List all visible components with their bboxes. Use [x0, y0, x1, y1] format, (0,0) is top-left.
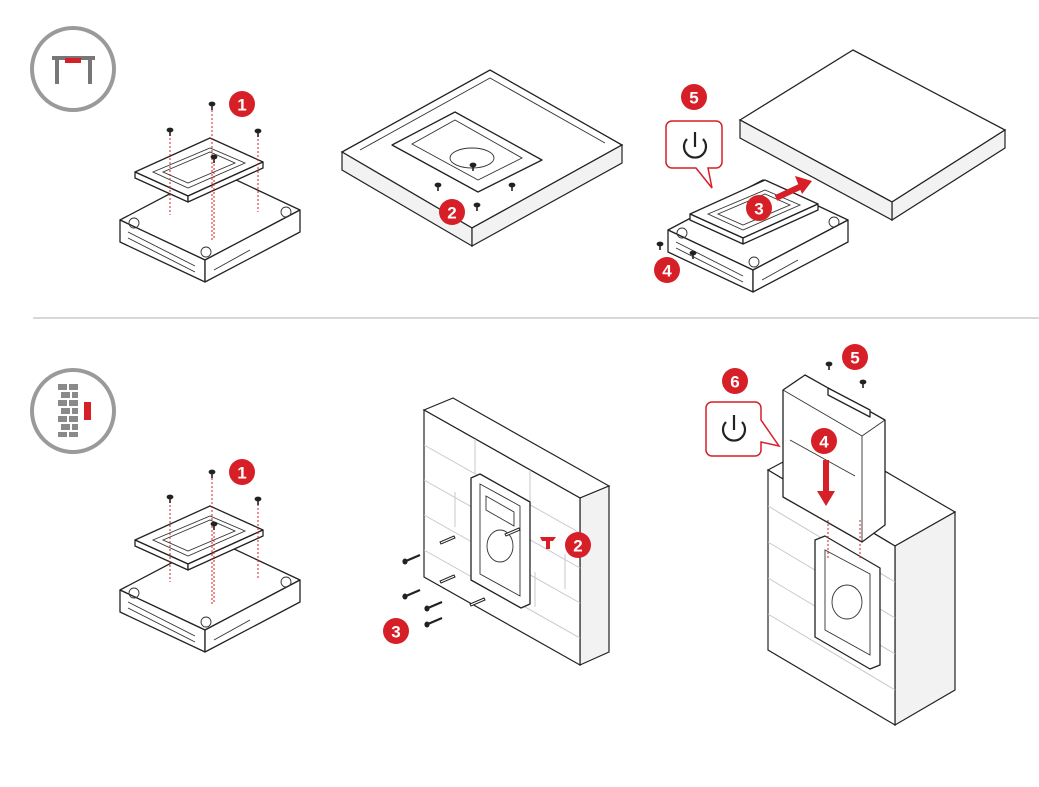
svg-text:3: 3: [391, 623, 400, 642]
svg-text:4: 4: [662, 262, 672, 281]
power-icon: [721, 415, 747, 442]
step-badge: 5: [681, 84, 707, 110]
power-callout: [665, 120, 723, 189]
step-badge: 1: [229, 91, 255, 117]
step-badge: 3: [746, 195, 772, 221]
svg-text:3: 3: [754, 200, 763, 219]
svg-text:5: 5: [850, 349, 859, 368]
step-badge: 6: [722, 368, 748, 394]
step-badge: 3: [383, 618, 409, 644]
svg-text:6: 6: [730, 373, 739, 392]
step-badge: 5: [842, 344, 868, 370]
step-badge: 2: [439, 199, 465, 225]
pc-with-bracket-figure: [119, 100, 301, 283]
wall-bracket-figure: [401, 397, 611, 667]
svg-text:2: 2: [573, 537, 582, 556]
pc-wall-mount-figure: [766, 360, 957, 727]
svg-text:1: 1: [237, 464, 246, 483]
wall-mount-icon: [30, 368, 116, 454]
svg-text:1: 1: [237, 96, 246, 115]
table-underside-figure: [340, 69, 624, 248]
step-badge: 4: [811, 428, 837, 454]
pc-with-bracket-figure: [119, 468, 301, 653]
step-badge: 1: [229, 459, 255, 485]
table-mount-icon: [30, 26, 116, 112]
power-icon: [682, 132, 708, 159]
svg-text:5: 5: [689, 89, 698, 108]
svg-text:2: 2: [447, 204, 456, 223]
pc-under-table-figure: [655, 49, 1007, 293]
step-badge: 4: [654, 257, 680, 283]
svg-text:4: 4: [819, 433, 829, 452]
power-callout: [705, 401, 781, 457]
step-badge: 2: [565, 532, 591, 558]
